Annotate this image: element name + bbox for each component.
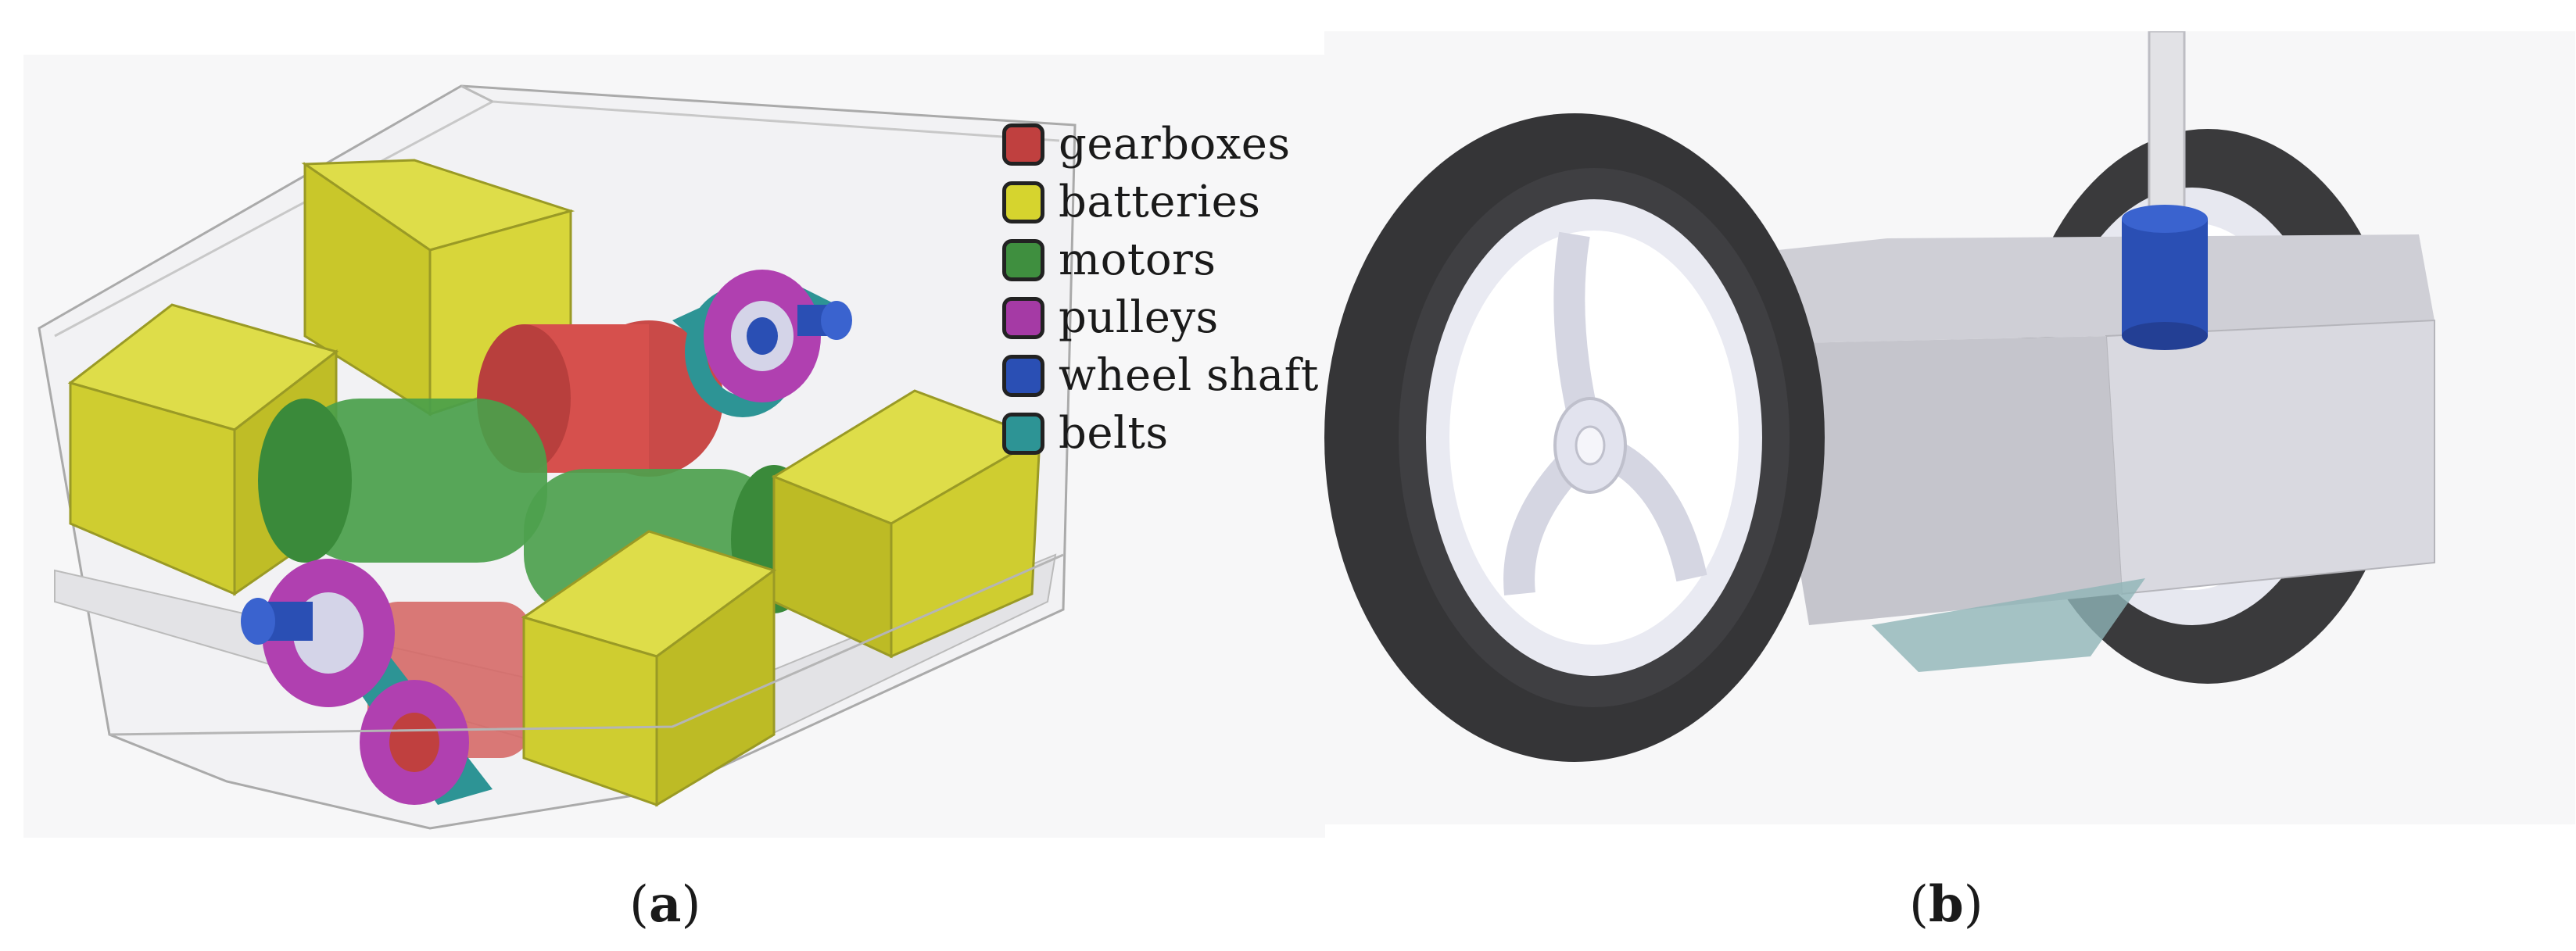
chassis-components-render: gearboxes batteries motors pulleys wheel… (23, 55, 1325, 838)
caption-letter: a (648, 875, 682, 934)
legend-swatch-pulleys (1002, 297, 1044, 339)
caption-letter: b (1928, 875, 1964, 934)
caption-close-paren: ) (1963, 876, 1983, 934)
legend-label: gearboxes (1059, 119, 1291, 170)
legend-swatch-batteries (1002, 181, 1044, 223)
legend-item-pulleys: pulleys (1002, 289, 1319, 347)
upright-pole (2148, 31, 2186, 236)
legend-swatch-gearboxes (1002, 123, 1044, 166)
legend-swatch-belts (1002, 413, 1044, 455)
legend-label: pulleys (1059, 292, 1219, 343)
wheel-shaft-upper (797, 301, 852, 340)
robot-base-render (1324, 31, 2575, 824)
front-wheel (1324, 113, 1825, 762)
caption-close-paren: ) (681, 876, 701, 934)
legend-label: wheel shaft (1059, 350, 1319, 401)
battery-right-back (771, 389, 1043, 659)
legend-item-gearboxes: gearboxes (1002, 116, 1319, 173)
motor-upper (258, 399, 547, 563)
chassis-components-drawing (38, 84, 1077, 830)
caption-open-paren: ( (1909, 876, 1929, 934)
caption-b: (b) (1909, 875, 1983, 934)
legend-swatch-wheel-shaft (1002, 355, 1044, 397)
legend-label: batteries (1059, 177, 1261, 227)
blue-collar (2122, 205, 2208, 350)
battery-right-front (521, 530, 777, 807)
base-chassis (1762, 234, 2435, 672)
legend: gearboxes batteries motors pulleys wheel… (1002, 116, 1319, 463)
pulley-lower-right (360, 680, 469, 805)
legend-label: motors (1059, 234, 1216, 285)
legend-item-belts: belts (1002, 405, 1319, 463)
wheel-shaft-lower (241, 598, 313, 645)
legend-swatch-motors (1002, 239, 1044, 281)
gearbox-upper (477, 320, 723, 477)
legend-item-batteries: batteries (1002, 173, 1319, 231)
robot-base-drawing (1324, 31, 2435, 762)
pulley-upper (704, 270, 821, 402)
legend-label: belts (1059, 408, 1169, 459)
caption-a: (a) (629, 875, 700, 934)
legend-item-motors: motors (1002, 231, 1319, 289)
legend-item-wheel-shaft: wheel shaft (1002, 347, 1319, 405)
caption-open-paren: ( (629, 876, 649, 934)
